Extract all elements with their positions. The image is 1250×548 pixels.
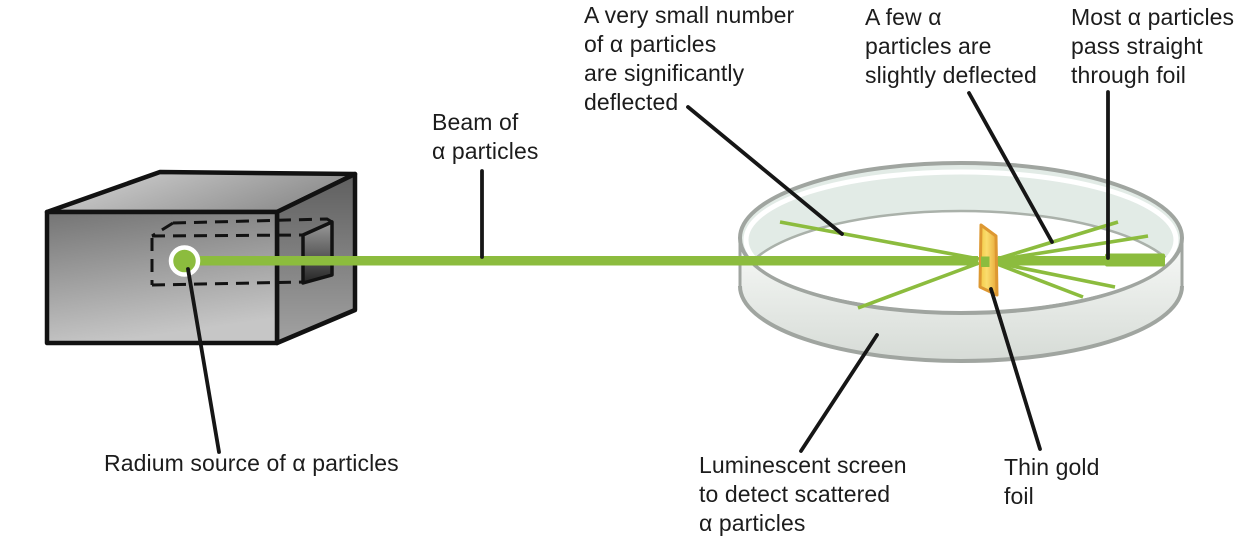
scattered-ray-back-down-left	[857, 261, 980, 310]
box-front-face	[44, 209, 280, 346]
scattered-ray-back-up-left	[779, 220, 980, 261]
label-slightly-deflected: A few α particles are slightly deflected	[865, 4, 1037, 88]
gold-foil	[978, 223, 999, 297]
beam-end-smear	[1105, 253, 1165, 267]
alpha-beam	[198, 256, 978, 266]
scattered-ray-up-right-steep	[996, 220, 1119, 261]
scattered-ray-up-right-shallow	[996, 234, 1149, 262]
beam-spot-on-foil	[981, 256, 990, 267]
pointer-lines	[186, 90, 1110, 454]
label-pass-through: Most α particles pass straight through f…	[1071, 4, 1235, 88]
scattered-ray-down-right-shallow	[996, 261, 1116, 289]
pointer-significantly-deflected	[686, 105, 844, 236]
alpha-beam-group	[168, 220, 1165, 310]
pointer-gold-foil	[989, 287, 1042, 451]
pointer-radium-source	[186, 267, 221, 454]
label-radium-source: Radium source of α particles	[104, 450, 399, 476]
pointer-slightly-deflected	[967, 91, 1054, 244]
alpha-beam-through-foil	[998, 256, 1165, 266]
beam-exit-aperture	[301, 220, 334, 285]
ring-front-wall	[740, 238, 1182, 361]
radium-source-box	[44, 169, 358, 346]
label-beam: Beam of α particles	[432, 109, 539, 164]
label-gold-foil: Thin gold foil	[1004, 454, 1100, 509]
pointer-luminescent-screen	[799, 333, 879, 453]
ring-bottom-front-arc	[738, 285, 1184, 363]
label-luminescent-screen: Luminescent screen to detect scattered α…	[699, 452, 907, 536]
ring-rim-highlight	[743, 169, 1179, 311]
luminescent-screen-ring	[738, 161, 1184, 363]
ring-inner-back-wall	[740, 163, 1182, 286]
radium-source-dot	[168, 245, 201, 277]
ring-inner-edge-arc	[738, 209, 1184, 287]
scattered-ray-down-right-steep	[996, 262, 1084, 299]
label-significantly-deflected: A very small number of α particles are s…	[584, 2, 795, 115]
